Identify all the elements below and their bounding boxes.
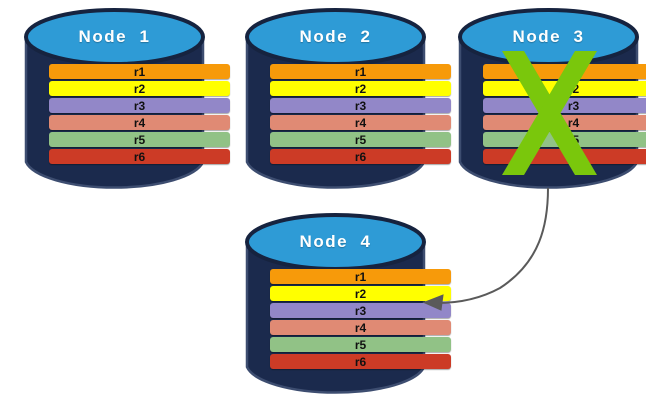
row-r2[interactable]: r2 [49,81,230,96]
row-r5[interactable]: r5 [270,337,451,352]
row-r1[interactable]: r1 [270,269,451,284]
row-label: r4 [133,115,146,130]
node-cylinder-2[interactable]: Node 2 r1 r2 r3 r4 r5 r6 [245,7,451,192]
row-r2[interactable]: r2 [270,286,451,301]
row-label: r4 [354,115,367,130]
row-label: r2 [354,81,367,96]
node-rows-4: r1 r2 r3 r4 r5 r6 [245,269,476,371]
row-r1[interactable]: r1 [483,64,646,79]
row-r4[interactable]: r4 [270,320,451,335]
row-r2[interactable]: r2 [483,81,646,96]
row-label: r1 [133,64,146,79]
row-r3[interactable]: r3 [270,303,451,318]
row-r6[interactable]: r6 [49,149,230,164]
row-label: r1 [354,64,367,79]
node-cylinder-1[interactable]: Node 1 r1 r2 r3 r4 r5 r6 [24,7,230,192]
node-rows-3: r1 r2 r3 r4 r5 r6 [458,64,646,166]
row-r5[interactable]: r5 [483,132,646,147]
row-r3[interactable]: r3 [270,98,451,113]
row-label: r3 [133,98,146,113]
row-label: r5 [354,132,367,147]
row-label: r4 [567,115,580,130]
row-r6[interactable]: r6 [270,149,451,164]
node-cylinder-4[interactable]: Node 4 r1 r2 r3 r4 r5 r6 [245,212,451,397]
row-r4[interactable]: r4 [270,115,451,130]
row-label: r5 [133,132,146,147]
row-label: r3 [567,98,580,113]
node-rows-2: r1 r2 r3 r4 r5 r6 [245,64,476,166]
row-r4[interactable]: r4 [483,115,646,130]
row-label: r6 [354,149,367,164]
row-label: r2 [567,81,580,96]
row-label: r1 [567,64,580,79]
row-label: r6 [354,354,367,369]
row-label: r5 [567,132,580,147]
row-label: r1 [354,269,367,284]
row-r5[interactable]: r5 [49,132,230,147]
row-label: r2 [354,286,367,301]
node-rows-1: r1 r2 r3 r4 r5 r6 [24,64,255,166]
row-r1[interactable]: r1 [270,64,451,79]
row-label: r3 [354,303,367,318]
row-r3[interactable]: r3 [483,98,646,113]
row-r4[interactable]: r4 [49,115,230,130]
row-r5[interactable]: r5 [270,132,451,147]
row-r6[interactable]: r6 [270,354,451,369]
row-label: r6 [133,149,146,164]
row-r2[interactable]: r2 [270,81,451,96]
row-label: r3 [354,98,367,113]
node-cylinder-3[interactable]: Node 3 r1 r2 r3 r4 r5 r6 [458,7,646,192]
row-label: r6 [567,149,580,164]
row-label: r2 [133,81,146,96]
row-label: r4 [354,320,367,335]
row-r1[interactable]: r1 [49,64,230,79]
row-r3[interactable]: r3 [49,98,230,113]
row-label: r5 [354,337,367,352]
row-r6[interactable]: r6 [483,149,646,164]
